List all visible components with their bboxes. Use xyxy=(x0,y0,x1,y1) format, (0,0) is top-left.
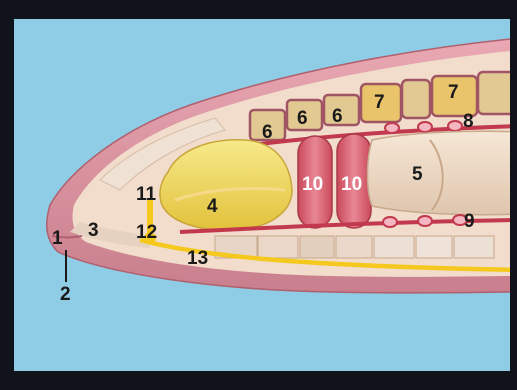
label-2: 2 xyxy=(60,284,71,305)
label-10-first: 10 xyxy=(302,174,323,195)
label-5: 5 xyxy=(412,164,423,185)
label-6-second: 6 xyxy=(297,108,308,129)
label-4: 4 xyxy=(207,196,218,217)
label-1: 1 xyxy=(52,228,63,249)
label-8: 8 xyxy=(463,111,474,132)
label-9: 9 xyxy=(464,211,475,232)
label-7-second: 7 xyxy=(448,82,459,103)
label-7-first: 7 xyxy=(374,92,385,113)
label-13: 13 xyxy=(187,248,208,269)
label-12: 12 xyxy=(136,222,157,243)
label-6-third: 6 xyxy=(332,106,343,127)
label-11: 11 xyxy=(136,184,157,205)
label-6-first: 6 xyxy=(262,122,273,143)
label-10-second: 10 xyxy=(341,174,362,195)
label-3: 3 xyxy=(88,220,99,241)
ventral-tissue-blocks xyxy=(215,236,494,258)
